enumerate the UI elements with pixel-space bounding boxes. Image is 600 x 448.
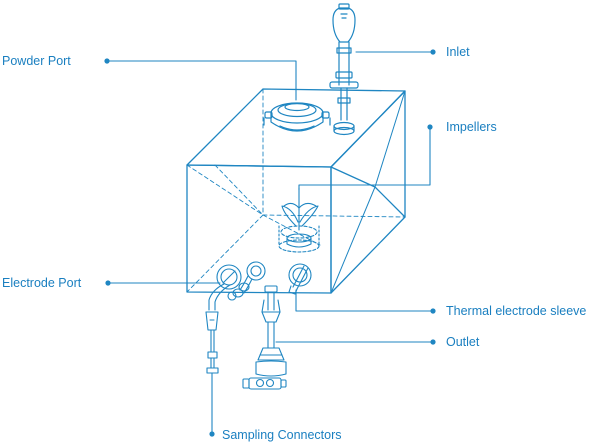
leader-lines [106, 51, 433, 434]
label-sampling-connectors: Sampling Connectors [222, 428, 342, 442]
leader-dots [104, 49, 436, 437]
tank-top-face [186, 88, 406, 168]
tank-right-face [330, 90, 406, 294]
thermal-electrode-sleeve [288, 263, 312, 295]
label-outlet: Outlet [446, 335, 480, 349]
leader-thermal-sleeve [295, 289, 433, 312]
label-powder-port: Powder Port [2, 54, 71, 68]
leader-powder-port [106, 60, 297, 101]
powder-port [263, 102, 331, 132]
inlet-pipe [329, 3, 359, 136]
tank-inner-slope [330, 166, 406, 218]
tank-body [186, 88, 406, 294]
impellers [278, 187, 320, 253]
label-impellers: Impellers [446, 120, 497, 134]
electrode-port [205, 261, 266, 374]
tank-hidden-edges [186, 88, 406, 293]
outlet-valve [242, 285, 287, 390]
tank-front-face [186, 164, 332, 294]
label-electrode-port: Electrode Port [2, 276, 82, 290]
label-inlet: Inlet [446, 45, 470, 59]
leader-impellers [298, 126, 431, 191]
label-thermal-electrode-sleeve: Thermal electrode sleeve [446, 304, 587, 318]
